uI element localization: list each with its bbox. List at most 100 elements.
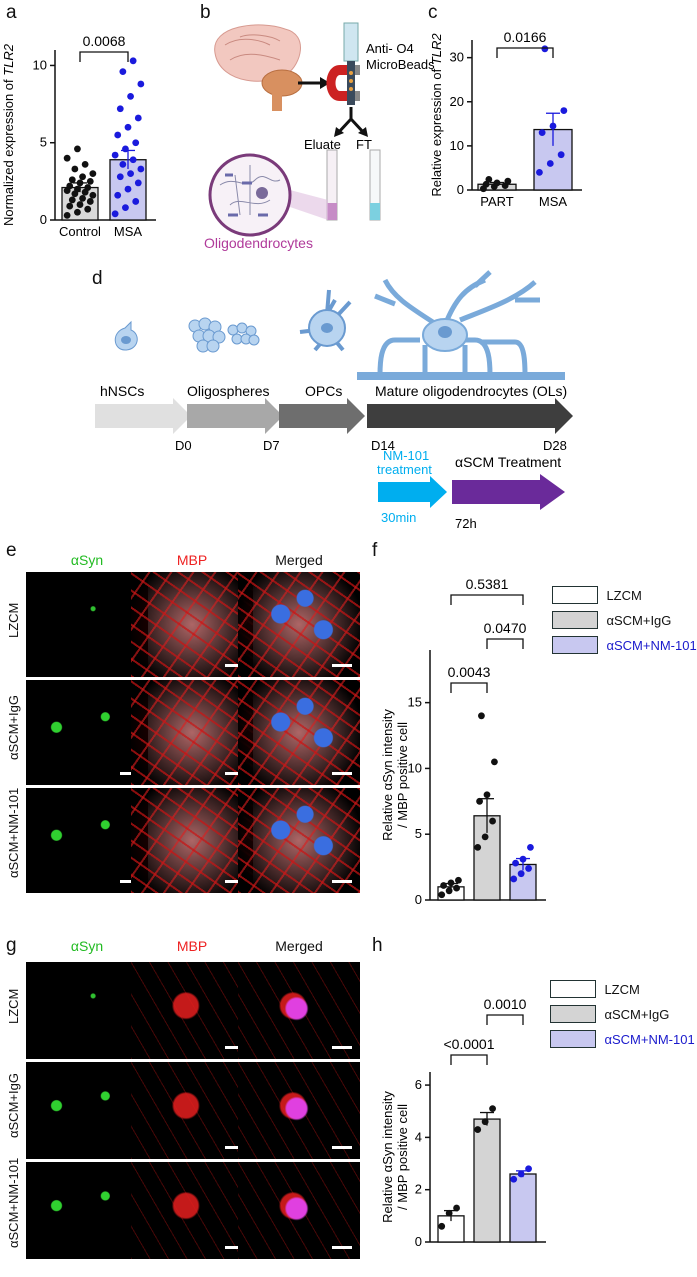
panel-letter-e: e <box>6 540 17 561</box>
y-tick-label: 0 <box>40 212 47 227</box>
row-label-g-1: αSCM+IgG <box>6 1072 21 1138</box>
row-label-g-0: LZCM <box>6 988 21 1025</box>
micrograph-g-2-mbp <box>131 1162 253 1259</box>
legend-swatch <box>550 1005 596 1023</box>
significance-bracket <box>450 594 524 605</box>
antibody-label-1: Anti- O4 <box>366 41 414 56</box>
micrograph-e-0-mbp <box>131 572 253 677</box>
col-label-merged-e: Merged <box>275 552 323 568</box>
micrograph-e-2-asyn <box>26 788 148 893</box>
legend-label: αSCM+IgG <box>604 1006 670 1022</box>
data-point <box>560 107 568 114</box>
data-point <box>63 211 71 219</box>
data-point <box>79 194 86 202</box>
stage-label-oligospheres: Oligospheres <box>187 383 270 399</box>
data-point <box>129 57 137 65</box>
row-label-e-1: αSCM+IgG <box>6 694 21 760</box>
stage-label-hnscs: hNSCs <box>100 383 144 399</box>
arrow-stage-4 <box>367 398 573 434</box>
panel-b-schematic: Anti- O4 MicroBeads Eluate FT Oligodendr… <box>204 22 435 251</box>
micrograph-g-1-mbp <box>131 1062 253 1159</box>
data-point <box>453 884 460 892</box>
scale-bar <box>225 664 245 667</box>
legend-swatch <box>550 1030 596 1048</box>
p-value-label: 0.0166 <box>504 29 547 45</box>
micrograph-e-2-merged <box>238 788 360 893</box>
arrow-stage-3 <box>279 398 365 434</box>
day-label-d28: D28 <box>543 438 567 453</box>
y-tick-label: 20 <box>450 94 464 109</box>
hnsc-cell-icon <box>114 320 138 351</box>
data-point <box>124 185 132 193</box>
scale-bar <box>120 772 140 775</box>
p-value-label: 0.0043 <box>448 664 491 680</box>
x-tick-label: MSA <box>114 224 143 239</box>
data-point <box>440 882 447 889</box>
scale-bar <box>332 880 352 883</box>
data-point <box>538 129 546 137</box>
legend-swatch <box>552 586 598 604</box>
panel-d-timeline: hNSCs Oligospheres OPCs Mature oligodend… <box>95 270 573 531</box>
data-point <box>74 185 81 193</box>
stage-label-mature-ols: Mature oligodendrocytes (OLs) <box>375 383 567 399</box>
treatment2-time: 72h <box>455 516 477 531</box>
column-tube-icon <box>343 22 359 105</box>
data-point <box>116 105 124 113</box>
treatment1-time: 30min <box>381 510 416 525</box>
data-point <box>546 160 554 167</box>
data-point <box>71 165 79 173</box>
col-label-asyn-e: αSyn <box>70 552 104 568</box>
data-point <box>455 876 462 884</box>
legend-label: αSCM+NM-101 <box>604 1031 695 1047</box>
y-axis-label: Normalized expression of TLR2 <box>1 43 16 226</box>
x-tick-label: MSA <box>539 194 568 209</box>
legend-item-lzcm: LZCM <box>550 980 640 998</box>
data-point <box>510 875 518 883</box>
data-point <box>481 833 489 841</box>
legend-label: αSCM+IgG <box>606 612 672 628</box>
data-point <box>541 45 549 53</box>
data-point <box>89 191 97 199</box>
antibody-label-2: MicroBeads <box>366 57 435 72</box>
significance-bracket <box>450 682 488 693</box>
y-tick-label: 4 <box>415 1129 422 1144</box>
data-point <box>114 191 122 199</box>
oligodendrocyte-zoom-circle <box>208 153 292 237</box>
data-point <box>489 1105 496 1113</box>
significance-bracket <box>79 51 129 62</box>
data-point <box>525 1165 532 1173</box>
row-label-e-2: αSCM+NM-101 <box>6 787 21 878</box>
panel-letter-g: g <box>6 935 17 956</box>
y-tick-label: 5 <box>40 135 47 150</box>
panel-letter-f: f <box>372 540 378 561</box>
mature-oligodendrocyte-icon <box>357 270 565 380</box>
data-point <box>76 201 84 208</box>
treatment2-label: αSCM Treatment <box>455 454 561 470</box>
oligodendrocytes-label: Oligodendrocytes <box>204 235 313 251</box>
panel-letter-a: a <box>6 2 17 23</box>
legend-item-ascm-igg: αSCM+IgG <box>552 611 671 629</box>
panel-letter-b: b <box>200 2 211 23</box>
data-point <box>81 160 89 168</box>
col-label-merged-g: Merged <box>275 938 323 954</box>
micrograph-e-0-asyn <box>26 572 148 677</box>
data-point <box>86 177 94 185</box>
data-point <box>66 202 74 210</box>
opc-cell-icon <box>299 289 352 352</box>
scale-bar <box>332 772 352 775</box>
data-point <box>132 198 140 205</box>
data-point <box>119 160 127 168</box>
y-tick-label: 0 <box>457 182 464 197</box>
col-label-mbp-e: MBP <box>176 552 208 568</box>
data-point <box>510 1175 518 1183</box>
data-point <box>132 139 140 147</box>
p-value-label: 0.0068 <box>83 33 126 49</box>
data-point <box>489 817 496 825</box>
col-label-asyn-g: αSyn <box>70 938 104 954</box>
data-point <box>74 208 81 216</box>
x-tick-label: PART <box>480 194 514 209</box>
legend-swatch <box>550 980 596 998</box>
oligosphere-cluster-icon <box>188 317 260 353</box>
